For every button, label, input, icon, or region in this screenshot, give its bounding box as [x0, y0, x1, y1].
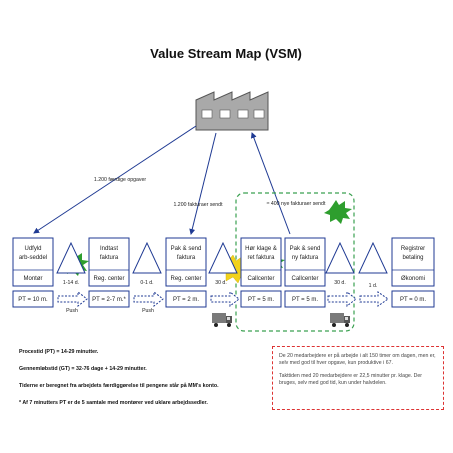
analysis-paragraph-2: Takttiden med 20 medarbejdere er 22,5 mi…: [279, 373, 423, 386]
inventory-triangle-icon: 1-14 d.: [56, 241, 86, 286]
push-label: Push: [66, 308, 78, 314]
process-owner: Callcenter: [291, 276, 318, 282]
pt-value: PT = 2-7 m.*: [92, 297, 126, 303]
wait-time: 30 d.: [215, 280, 227, 286]
pt-box: PT = 0 m.: [391, 290, 435, 308]
process-box-hor-klage: Hør klage & ret faktura Callcenter: [240, 237, 282, 287]
process-name-line2: faktura: [100, 255, 119, 261]
push-arrow-icon: Push: [133, 290, 164, 314]
process-name-line2: ny faktura: [292, 255, 319, 261]
process-name-line2: faktura: [177, 255, 196, 261]
flow-arrow-right: [250, 132, 291, 235]
pt-box: PT = 2-7 m.*: [88, 290, 130, 308]
inventory-triangle-icon: 30 d.: [208, 241, 238, 286]
flow-label-right: ≈ 400 nye fakturaer sendt: [267, 201, 326, 207]
wait-time: 30 d.: [334, 280, 346, 286]
pt-box: PT = 10 m.: [12, 290, 54, 308]
process-name-line1: Indtast: [100, 246, 118, 252]
process-name-line1: Udfyld: [24, 246, 41, 252]
pt-box: PT = 2 m.: [165, 290, 207, 308]
push-label: Push: [142, 308, 154, 314]
note-tiderne: Tiderne er beregnet fra arbejdets færdig…: [19, 383, 219, 389]
kaizen-burst-icon: [324, 200, 352, 224]
inventory-triangle-icon: 30 d.: [325, 241, 355, 286]
process-name-line2: betaling: [402, 255, 423, 261]
process-owner: Reg. center: [93, 276, 124, 282]
analysis-box: De 20 medarbejdere er på arbejde i alt 1…: [272, 346, 444, 410]
inventory-triangle-icon: 1 d.: [358, 241, 388, 289]
process-box-ny-faktura: Pak & send ny faktura Callcenter: [284, 237, 326, 287]
process-box-indtast: Indtast faktura Reg. center: [88, 237, 130, 287]
process-name-line2: ret faktura: [247, 255, 275, 261]
process-name-line1: Registrer: [401, 246, 425, 252]
pt-box: PT = 5 m.: [284, 290, 326, 308]
flow-arrow-middle: [189, 132, 217, 235]
pt-value: PT = 2 m.: [173, 297, 199, 303]
push-arrow-icon: [327, 290, 357, 308]
page-title: Value Stream Map (VSM): [150, 46, 302, 61]
process-name-line1: Hør klage &: [245, 246, 277, 252]
process-name-line1: Pak & send: [171, 246, 202, 252]
process-name-line2: arb-seddel: [19, 255, 47, 261]
analysis-paragraph-1: De 20 medarbejdere er på arbejde i alt 1…: [279, 353, 436, 366]
push-arrow-icon: Push: [57, 290, 88, 314]
wait-time: 0-1 d.: [140, 280, 153, 286]
pt-value: PT = 5 m.: [292, 297, 318, 303]
process-owner: Callcenter: [247, 276, 274, 282]
process-owner: Reg. center: [170, 276, 201, 282]
improvement-area: [235, 192, 355, 332]
wait-time: 1 d.: [369, 283, 378, 289]
process-owner: Økonomi: [401, 276, 425, 282]
pt-value: PT = 0 m.: [400, 297, 426, 303]
process-box-udfyld: Udfyld arb-seddel Montør: [12, 237, 54, 287]
process-owner: Montør: [23, 276, 42, 282]
flow-label-left: 1.200 færdige opgaver: [94, 177, 146, 183]
pt-value: PT = 10 m.: [18, 297, 48, 303]
pt-value: PT = 5 m.: [248, 297, 274, 303]
note-gennemlobstid: Gennemløbstid (GT) = 32-76 dage + 14-29 …: [19, 366, 147, 372]
truck-icon: [330, 313, 350, 327]
flow-label-middle: 1.200 fakturaer sendt: [173, 202, 223, 208]
note-procestid: Procestid (PT) = 14-29 minutter.: [19, 349, 99, 355]
truck-icon: [212, 313, 232, 327]
summary-notes: Procestid (PT) = 14-29 minutter. Genneml…: [19, 349, 259, 417]
factory-icon: [195, 91, 269, 131]
note-footnote: * Af 7 minutters PT er de 5 samtale med …: [19, 400, 208, 406]
inventory-triangle-icon: 0-1 d.: [132, 241, 162, 286]
process-box-registrer: Registrer betaling Økonomi: [391, 237, 435, 287]
push-arrow-icon: [359, 291, 389, 307]
process-name-line1: Pak & send: [290, 246, 321, 252]
wait-time: 1-14 d.: [63, 280, 79, 286]
process-box-pak-send: Pak & send faktura Reg. center: [165, 237, 207, 287]
flow-arrow-left: [33, 125, 197, 234]
push-arrow-icon: [210, 290, 240, 308]
pt-box: PT = 5 m.: [240, 290, 282, 308]
